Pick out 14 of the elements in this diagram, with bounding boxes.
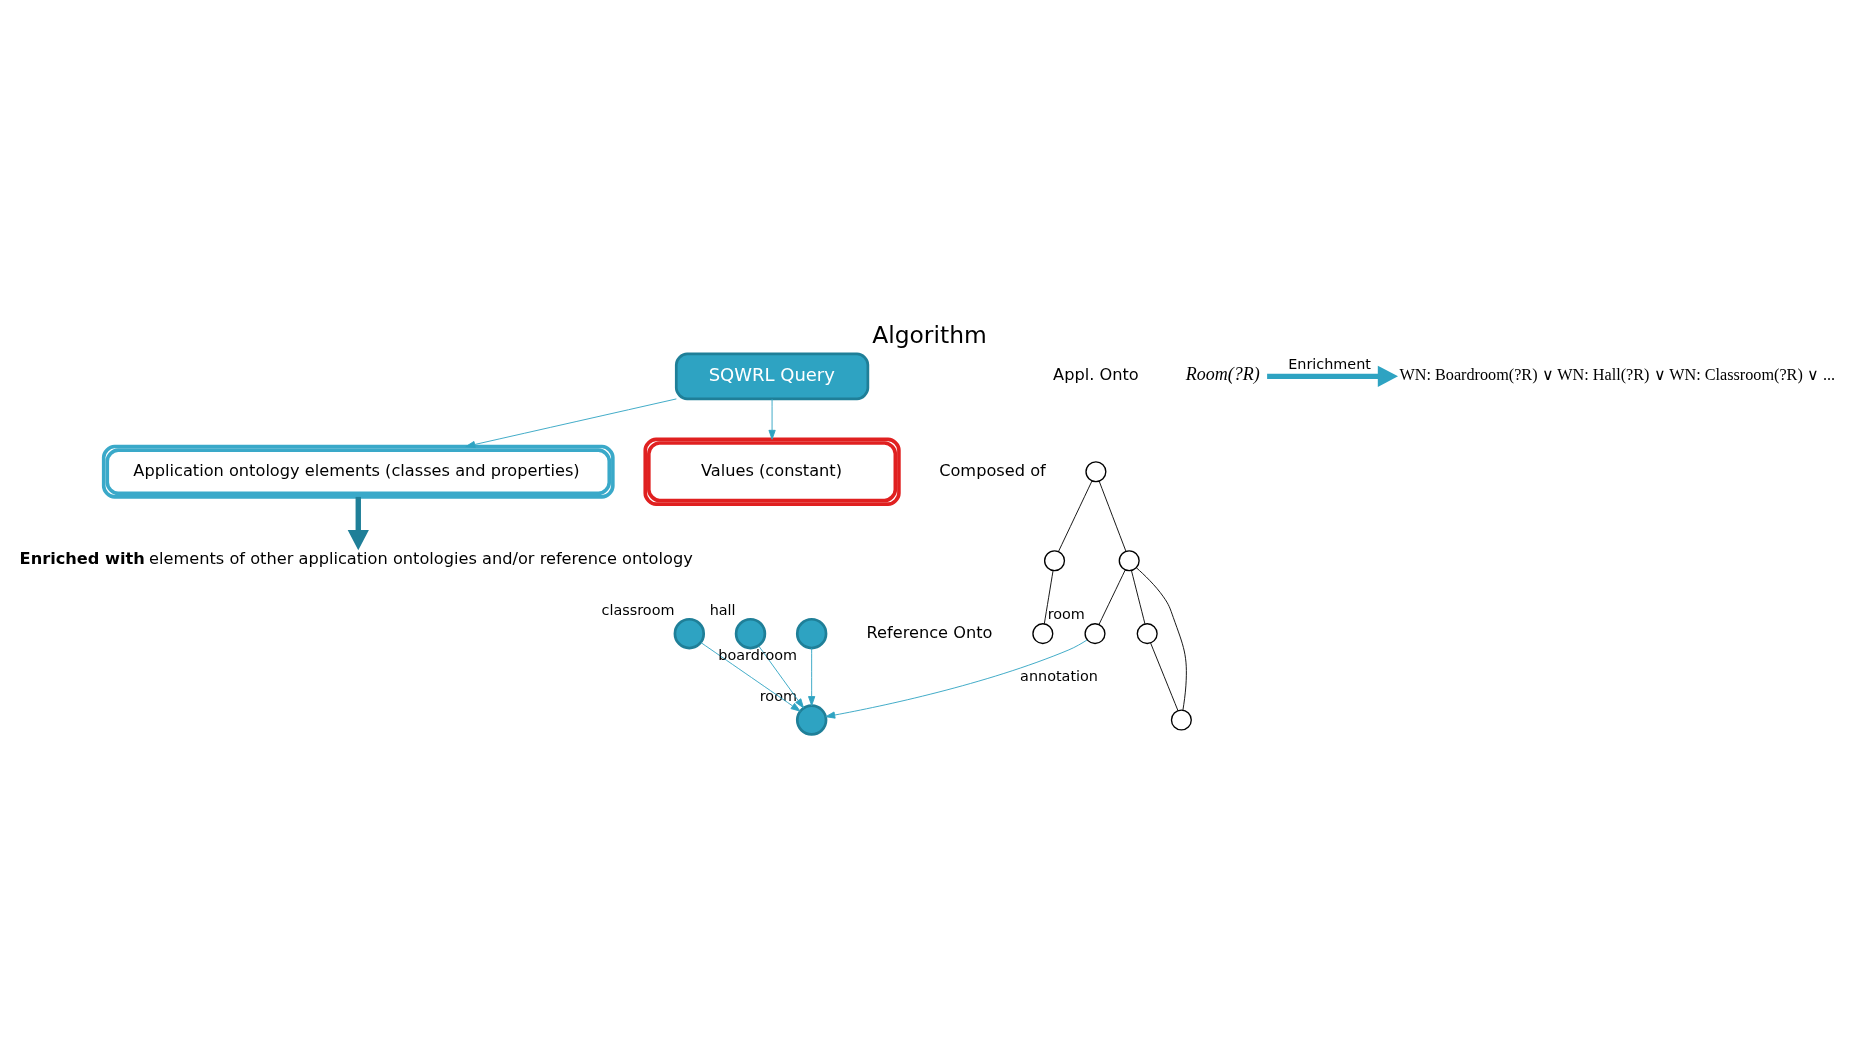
label: Appl. Onto: [1053, 365, 1139, 385]
node-text: Room(?R): [1185, 363, 1260, 384]
node-label: boardroom: [718, 646, 798, 663]
edge-label: Enrichment: [1288, 356, 1371, 372]
label: Reference Onto: [866, 622, 993, 642]
diagram-title: Algorithm: [872, 320, 987, 349]
label: Composed of: [939, 460, 1046, 480]
node-label: room: [1047, 606, 1085, 623]
node-text: Enriched with elements of other application ontologies and/or reference ontology: [19, 548, 693, 568]
node-label: classroom: [601, 601, 675, 618]
node-label: room: [759, 687, 797, 704]
node-label: hall: [709, 601, 736, 618]
edge-label: annotation: [1020, 668, 1098, 685]
node-text: WN: Boardroom(?R) ∨ WN: Hall(?R) ∨ WN: Classroom(?R) ∨ ...: [1399, 366, 1836, 385]
